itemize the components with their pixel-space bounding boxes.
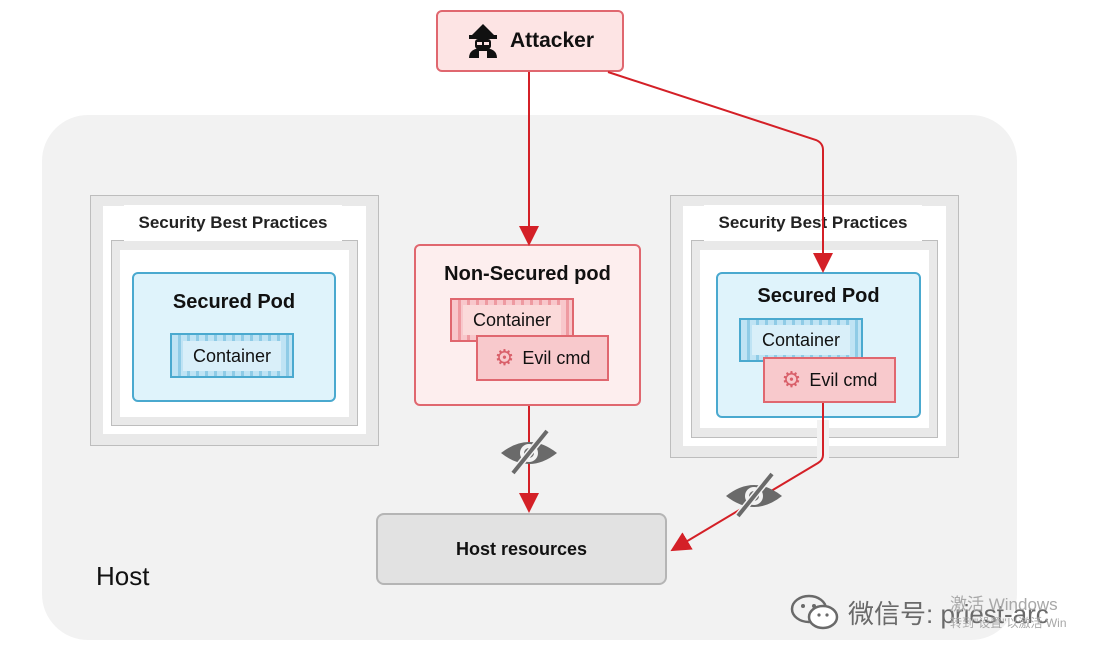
secured-pod-title-right: Secured Pod	[757, 285, 880, 307]
evil-cmd-right[interactable]: ⚙ Evil cmd	[763, 357, 896, 403]
attacker-label: Attacker	[509, 29, 595, 52]
gear-icon: ⚙	[494, 345, 515, 370]
wechat-watermark: 微信号: priest-arc	[790, 593, 1049, 631]
container-middle[interactable]: Container	[450, 298, 574, 342]
activate-line1: 激活 Windows	[950, 595, 1058, 614]
activate-windows-overlay: 激活 Windows 转到"设置"以激活 Win	[950, 596, 1067, 632]
host-resources-label: Host resources	[455, 538, 588, 559]
container-right[interactable]: Container	[739, 318, 863, 362]
host-label: Host	[96, 561, 150, 591]
evil-cmd-label-middle: Evil cmd	[522, 347, 591, 368]
host-resources-box[interactable]: Host resources	[376, 513, 667, 585]
activate-line2: 转到"设置"以激活 Win	[950, 616, 1067, 630]
eye-slash-icon	[726, 471, 782, 519]
security-best-practices-label-right: Security Best Practices	[704, 205, 922, 241]
watermark-text: 微信号: priest-arc	[848, 598, 1049, 629]
container-left[interactable]: Container	[170, 333, 294, 378]
arrow-secured-right-to-host	[670, 403, 824, 552]
eye-slash-icon	[501, 428, 557, 476]
arrow-attacker-to-secured-right	[607, 71, 833, 273]
hacker-icon	[468, 24, 497, 58]
container-label-left: Container	[182, 340, 282, 371]
evil-cmd-middle[interactable]: ⚙ Evil cmd	[476, 335, 609, 381]
evil-cmd-label-right: Evil cmd	[809, 369, 878, 390]
wechat-icon	[790, 594, 839, 630]
secured-pod-title-left: Secured Pod	[172, 291, 296, 313]
gear-icon: ⚙	[781, 367, 802, 392]
attacker-box[interactable]: Attacker	[436, 10, 624, 72]
non-secured-pod-title: Non-Secured pod	[444, 263, 611, 285]
container-label-middle: Container	[462, 305, 562, 335]
security-best-practices-label-left: Security Best Practices	[124, 205, 342, 241]
container-label-right: Container	[751, 325, 851, 355]
